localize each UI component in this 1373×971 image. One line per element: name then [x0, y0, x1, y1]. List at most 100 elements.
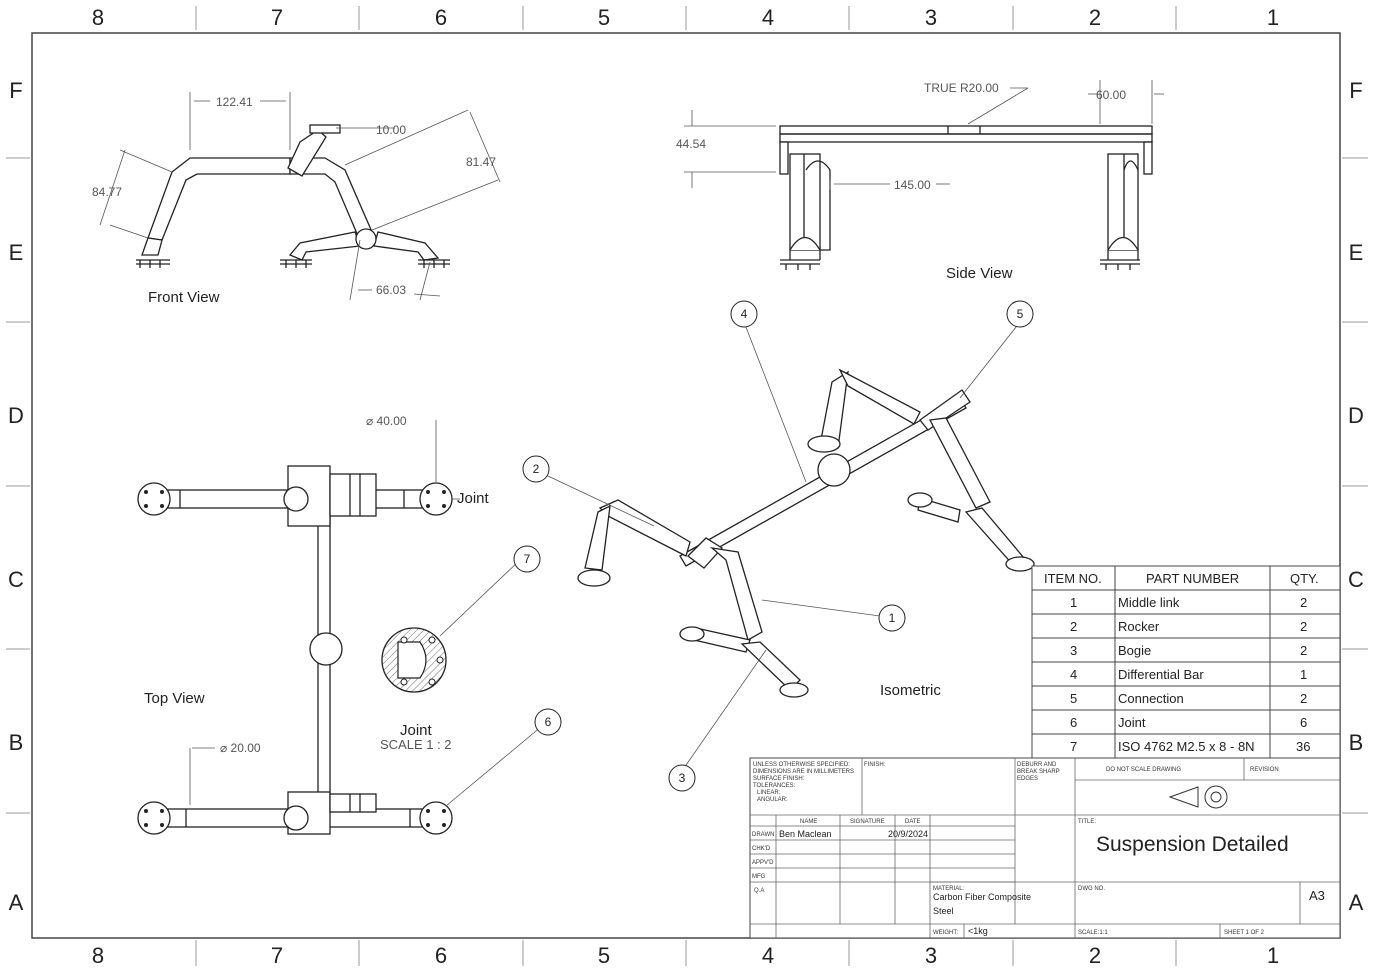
detail-scale: SCALE 1 : 2 [380, 737, 452, 752]
isometric-view: 1 2 3 4 5 6 7 Isometric [439, 300, 1035, 807]
tb-mfg: MFG [752, 874, 766, 880]
zone-col-3: 3 [925, 943, 937, 968]
tb-note: DIMENSIONS ARE IN MILLIMETERS [753, 769, 854, 775]
zone-col-2: 2 [1089, 943, 1101, 968]
tb-note: ANGULAR: [757, 797, 788, 803]
tb-dwg-label: DWG NO. [1078, 886, 1105, 892]
joint-detail: Joint SCALE 1 : 2 [380, 627, 452, 752]
bom-part: Differential Bar [1118, 667, 1204, 682]
zone-col-3: 3 [925, 5, 937, 30]
zone-col-6: 6 [435, 943, 447, 968]
projection-icon [1168, 785, 1228, 809]
zone-col-1: 1 [1267, 943, 1279, 968]
tb-title-label: TITLE: [1078, 819, 1096, 825]
dim-66-03: 66.03 [376, 283, 406, 297]
tb-qa: Q.A [754, 888, 764, 894]
tb-drawn-label: DRAWN [752, 832, 774, 838]
joint-callout: Joint [457, 490, 490, 507]
balloon-1: 1 [889, 611, 896, 625]
tb-note: TOLERANCES: [753, 783, 796, 789]
top-view: ⌀ 40.00 ⌀ 20.00 Joint Top View [137, 414, 490, 835]
zone-row-a: A [1349, 890, 1364, 915]
zone-row-f: F [9, 78, 22, 103]
zone-row-b: B [9, 730, 24, 755]
dim-10-00: 10.00 [376, 123, 406, 137]
zone-row-e: E [9, 240, 24, 265]
balloon-6: 6 [545, 715, 552, 729]
zone-labels-top: 8 7 6 5 4 3 2 1 [92, 5, 1279, 30]
bom-qty: 2 [1300, 691, 1307, 706]
zone-row-c: C [1348, 567, 1364, 592]
tb-weight: <1kg [968, 926, 988, 936]
tb-finish: FINISH: [864, 762, 886, 768]
balloon-2: 2 [533, 462, 540, 476]
tb-note: SURFACE FINISH: [753, 776, 805, 782]
bom-part: Middle link [1118, 595, 1180, 610]
zone-row-d: D [8, 403, 24, 428]
tb-material-1: Carbon Fiber Composite [933, 892, 1031, 902]
tb-material-2: Steel [933, 906, 954, 916]
tb-sheet: SHEET 1 OF 2 [1224, 930, 1265, 936]
bom-qty: 1 [1300, 667, 1307, 682]
tb-note: LINEAR: [757, 790, 781, 796]
bom-header-qty: QTY. [1290, 571, 1319, 586]
bom-item: 3 [1070, 643, 1077, 658]
dim-44-54: 44.54 [676, 137, 706, 151]
tb-revision: REVISION [1250, 767, 1279, 773]
bom-part: ISO 4762 M2.5 x 8 - 8N [1118, 739, 1255, 754]
dim-true-r20: TRUE R20.00 [924, 81, 999, 95]
dim-81-47: 81.47 [466, 155, 496, 169]
zone-col-4: 4 [762, 943, 774, 968]
tb-note: UNLESS OTHERWISE SPECIFIED: [753, 762, 850, 768]
zone-col-1: 1 [1267, 5, 1279, 30]
side-view: TRUE R20.00 60.00 44.54 145.00 Side View [676, 80, 1164, 282]
zone-col-4: 4 [762, 5, 774, 30]
dim-122-41: 122.41 [216, 95, 253, 109]
front-view-label: Front View [148, 289, 220, 306]
tb-deburr: BREAK SHARP [1017, 769, 1060, 775]
bom-table: ITEM NO. PART NUMBER QTY. 1 Middle link … [1031, 565, 1341, 759]
bom-header-part: PART NUMBER [1146, 571, 1239, 586]
bom-item: 2 [1070, 619, 1077, 634]
balloon-3: 3 [679, 771, 686, 785]
tb-col-date: DATE [905, 819, 921, 825]
bom-item: 7 [1070, 739, 1077, 754]
zone-col-2: 2 [1089, 5, 1101, 30]
side-view-label: Side View [946, 265, 1013, 282]
dim-dia-40: ⌀ 40.00 [366, 414, 407, 428]
drawing-title: Suspension Detailed [1096, 833, 1289, 856]
zone-col-5: 5 [598, 5, 610, 30]
dim-dia-20: ⌀ 20.00 [220, 741, 261, 755]
balloons: 1 2 3 4 5 6 7 [513, 300, 1034, 792]
zone-col-7: 7 [271, 943, 283, 968]
outer-border [31, 32, 1341, 939]
top-view-label: Top View [144, 690, 205, 707]
bom-part: Connection [1118, 691, 1184, 706]
zone-row-c: C [8, 567, 24, 592]
bom-qty: 36 [1296, 739, 1310, 754]
isometric-label: Isometric [880, 682, 941, 699]
zone-row-f: F [1349, 78, 1362, 103]
front-view: 122.41 10.00 81.47 84.77 66.03 Front Vie… [92, 92, 501, 306]
bom-qty: 2 [1300, 619, 1307, 634]
zone-ticks [6, 6, 1368, 966]
dim-145-00: 145.00 [894, 178, 931, 192]
tb-drawn-date: 20/9/2024 [888, 829, 928, 839]
dim-60-00: 60.00 [1096, 88, 1126, 102]
leader-lines [439, 321, 1021, 807]
tb-scale: SCALE:1:1 [1078, 930, 1108, 936]
zone-labels-bottom: 8 7 6 5 4 3 2 1 [92, 943, 1279, 968]
bolt-holes [144, 490, 446, 827]
tb-weight-label: WEIGHT: [933, 930, 958, 936]
balloon-7: 7 [524, 552, 531, 566]
bom-item: 6 [1070, 715, 1077, 730]
tb-drawn-name: Ben Maclean [779, 829, 832, 839]
zone-row-d: D [1348, 403, 1364, 428]
tb-appvd: APPV'D [752, 860, 774, 866]
tb-chkd: CHK'D [752, 846, 771, 852]
bom-item: 5 [1070, 691, 1077, 706]
zone-row-e: E [1349, 240, 1364, 265]
bom-qty: 2 [1300, 595, 1307, 610]
tb-col-signature: SIGNATURE [850, 819, 885, 825]
